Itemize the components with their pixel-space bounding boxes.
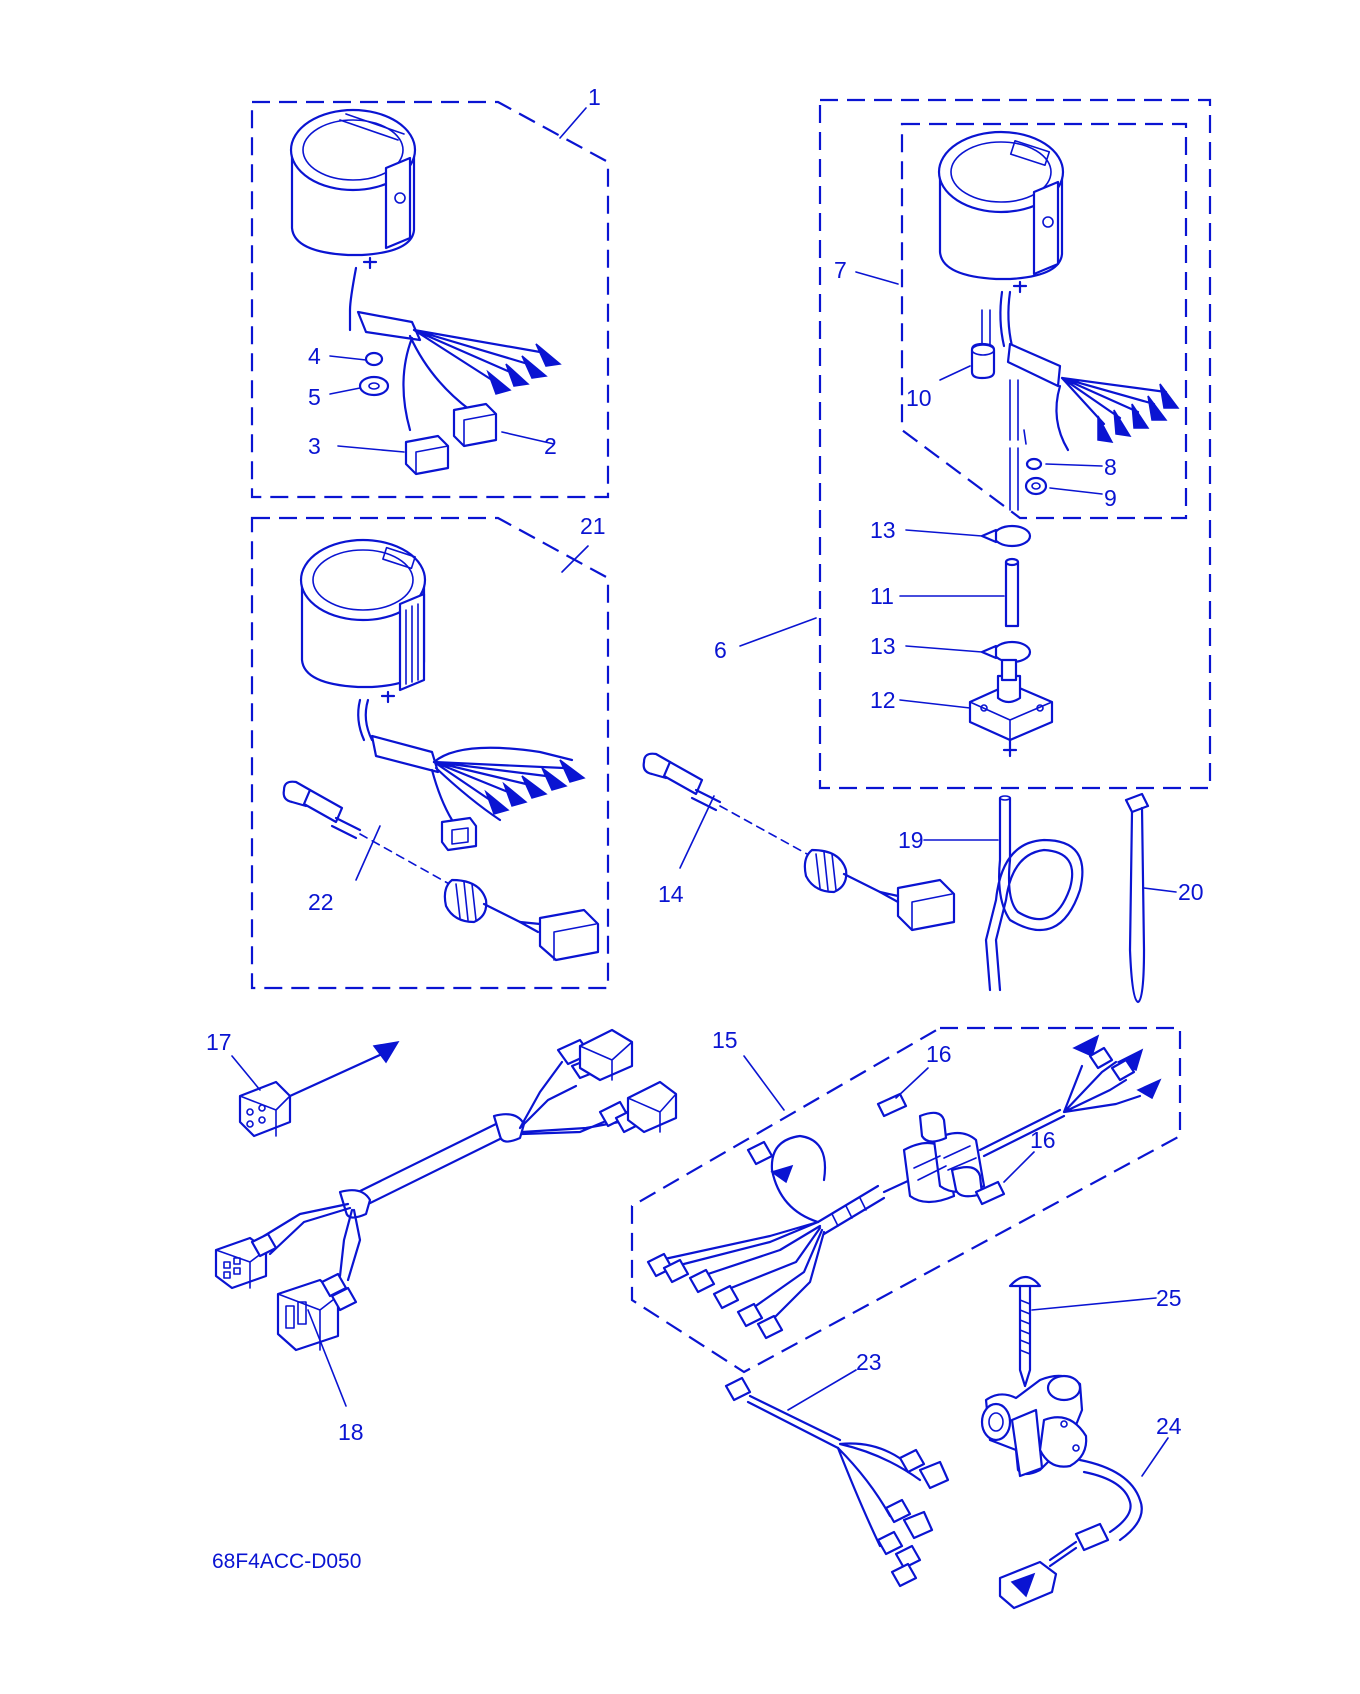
connector-3-icon xyxy=(404,434,450,476)
callout-3: 3 xyxy=(308,433,321,459)
gauge-21 xyxy=(299,538,586,852)
cap-10-icon xyxy=(970,342,996,380)
terminal-16-bottom xyxy=(974,1180,1006,1206)
harness-18 xyxy=(214,1028,678,1352)
group-7-outline xyxy=(900,122,1188,520)
callout-21: 21 xyxy=(580,513,606,539)
callout-25: 25 xyxy=(1156,1285,1182,1311)
connector-21-small-icon xyxy=(440,816,478,852)
connector-2-icon xyxy=(452,402,498,448)
clamp-13-top-icon xyxy=(992,524,1032,548)
callout-labels: 1 2 3 4 5 6 7 8 9 10 11 12 13 13 14 15 1… xyxy=(206,84,1204,1445)
speed-sensor-14 xyxy=(642,752,956,932)
callout-8: 8 xyxy=(1104,454,1117,480)
callout-22: 22 xyxy=(308,889,334,915)
leader-lines xyxy=(231,107,1177,1477)
terminal-16-top xyxy=(876,1092,908,1118)
callout-16-bottom: 16 xyxy=(1030,1127,1056,1153)
hose-11-icon xyxy=(1004,560,1020,628)
diagram-code: 68F4ACC-D050 xyxy=(212,1550,361,1573)
callout-19: 19 xyxy=(898,827,924,853)
callout-16-top: 16 xyxy=(926,1041,952,1067)
callout-9: 9 xyxy=(1104,485,1117,511)
callout-13-bottom: 13 xyxy=(870,633,896,659)
washer-4-icon xyxy=(364,351,384,367)
callout-6: 6 xyxy=(714,637,727,663)
tube-19 xyxy=(984,795,1084,992)
callout-13-top: 13 xyxy=(870,517,896,543)
callout-15: 15 xyxy=(712,1027,738,1053)
group-15-outline xyxy=(630,1026,1182,1374)
group-6-outline xyxy=(818,98,1212,790)
callout-11: 11 xyxy=(870,583,894,609)
speed-sensor-22 xyxy=(282,780,600,962)
washer-5-icon xyxy=(358,375,390,397)
callout-24: 24 xyxy=(1156,1413,1182,1439)
callout-12: 12 xyxy=(870,687,896,713)
callout-17: 17 xyxy=(206,1029,232,1055)
callout-14: 14 xyxy=(658,881,684,907)
harness-15 xyxy=(646,1034,1162,1340)
callout-2: 2 xyxy=(544,433,557,459)
callout-5: 5 xyxy=(308,384,321,410)
callout-23: 23 xyxy=(856,1349,882,1375)
nut-9-icon xyxy=(1024,476,1048,496)
callout-10: 10 xyxy=(906,385,932,411)
group-21-outline xyxy=(250,516,610,990)
cable-tie-20 xyxy=(1124,792,1150,1004)
washer-8-icon xyxy=(1025,457,1043,471)
harness-23 xyxy=(724,1376,950,1588)
callout-1: 1 xyxy=(588,84,601,110)
gauge-1 xyxy=(289,108,562,476)
connector-17 xyxy=(238,1040,400,1138)
gauge-7 xyxy=(937,130,1180,511)
callout-4: 4 xyxy=(308,343,321,369)
callout-7: 7 xyxy=(834,257,847,283)
sensor-24 xyxy=(980,1374,1143,1610)
callout-18: 18 xyxy=(338,1419,364,1445)
group-1-outline xyxy=(250,100,610,499)
screw-25 xyxy=(1008,1275,1042,1388)
callout-20: 20 xyxy=(1178,879,1204,905)
pressure-sensor-parts xyxy=(968,524,1054,758)
